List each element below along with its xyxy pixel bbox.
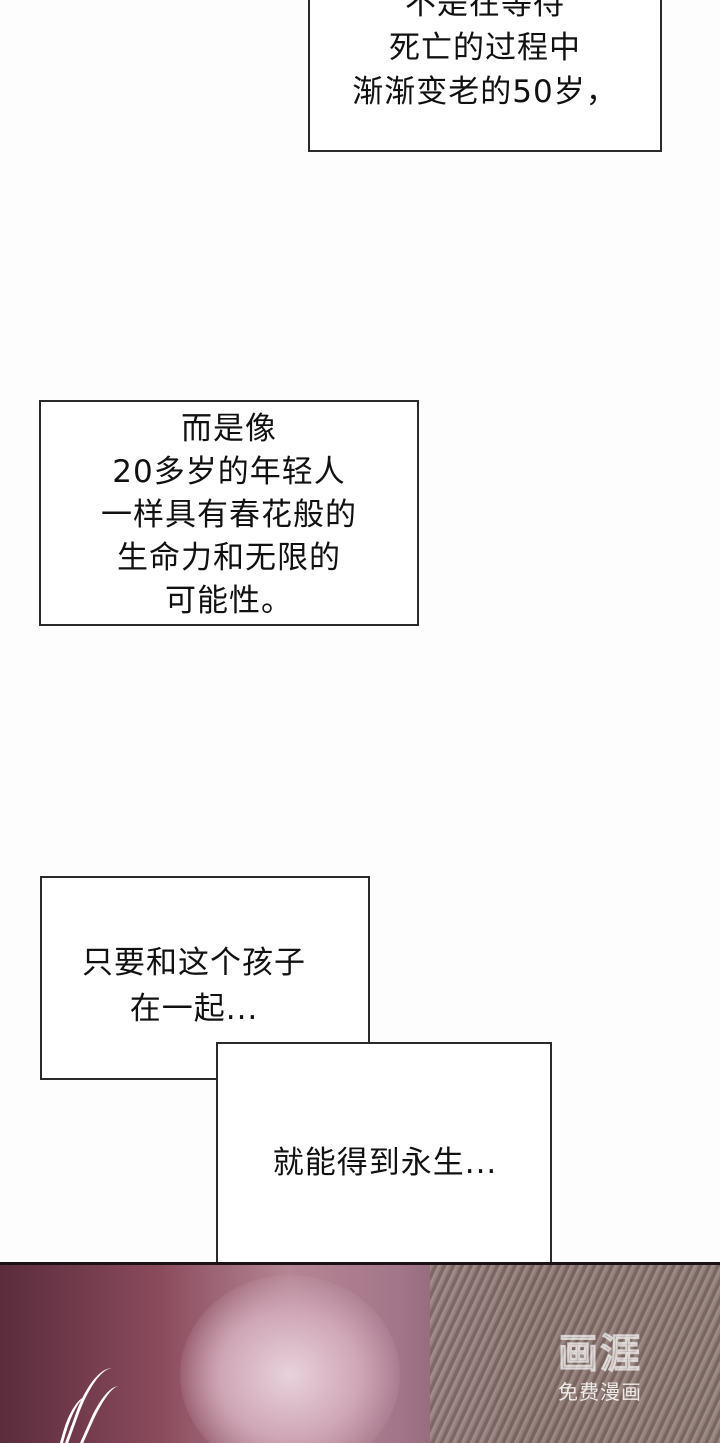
caption-line: 20多岁的年轻人 [112, 454, 346, 490]
caption-line: 一样具有春花般的 [101, 497, 357, 533]
caption-line: 渐渐变老的50岁， [352, 74, 618, 110]
watermark-logo: 画涯 免费漫画 [540, 1330, 660, 1406]
box-join [218, 1044, 368, 1078]
hand-highlight [180, 1275, 400, 1443]
caption-line: 不是在等待 [405, 0, 565, 22]
caption-line: 死亡的过程中 [389, 30, 581, 66]
caption-line: 而是像 [181, 411, 277, 447]
caption-line: 只要和这个孩子 [82, 945, 306, 981]
caption-box-merged: 只要和这个孩子 在一起... 就能得到永生... [40, 876, 552, 1274]
caption-line: 就能得到永生... [272, 1145, 498, 1181]
caption-text-4: 就能得到永生... [230, 1140, 540, 1186]
watermark-subtitle: 免费漫画 [558, 1380, 642, 1404]
hair-strands [430, 1265, 720, 1443]
caption-line: 在一起... [129, 991, 259, 1027]
watermark-title: 画涯 [558, 1331, 642, 1378]
caption-line: 可能性。 [165, 583, 293, 619]
caption-text-3: 只要和这个孩子 在一起... [68, 940, 320, 1032]
caption-line: 生命力和无限的 [117, 540, 341, 576]
illustration-panel [0, 1262, 720, 1443]
caption-box-1: 不是在等待 死亡的过程中 渐渐变老的50岁， [308, 0, 662, 152]
caption-box-2: 而是像 20多岁的年轻人 一样具有春花般的 生命力和无限的 可能性。 [39, 400, 419, 626]
